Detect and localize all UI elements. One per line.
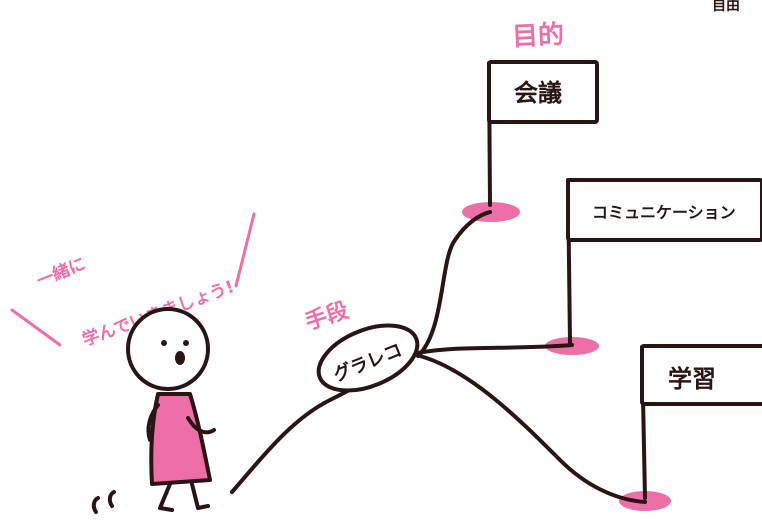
path-to-meeting	[416, 210, 492, 358]
person-arm-left	[146, 403, 160, 442]
flag-label-communication: コミュニケーション	[592, 203, 736, 222]
speech-bracket-right	[234, 212, 256, 288]
person-eye-left	[161, 340, 167, 346]
person-eye-right	[183, 340, 189, 346]
flag-label-learning: 学習	[668, 365, 716, 393]
speech-line-1: 一緒に	[34, 253, 89, 292]
person-walk-mark-1	[91, 496, 100, 514]
path-to-communication	[416, 343, 574, 355]
goal-label: 目的	[511, 19, 565, 53]
flag-banner-learning	[640, 344, 762, 406]
person-dress	[149, 392, 212, 486]
person-mouth	[175, 351, 185, 365]
flag-communication: コミュニケーション	[545, 178, 762, 355]
person-character	[91, 307, 216, 514]
person-arm-right	[186, 416, 216, 435]
corner-text: 自由	[712, 0, 740, 14]
person-walk-mark-2	[107, 490, 116, 508]
flag-learning: 学習	[619, 344, 762, 511]
person-leg-left	[158, 482, 174, 512]
means-bubble: グラレコ	[316, 323, 420, 393]
path-to-learning	[418, 354, 647, 504]
speech-bracket-left	[10, 308, 62, 347]
person-head	[126, 307, 210, 391]
means-bubble-outline	[316, 323, 420, 393]
flag-banner-meeting	[487, 60, 599, 124]
flag-label-meeting: 会議	[514, 79, 562, 107]
person-leg-right	[190, 482, 210, 510]
means-label: 手段	[302, 297, 352, 335]
flag-banner-communication	[566, 178, 762, 242]
